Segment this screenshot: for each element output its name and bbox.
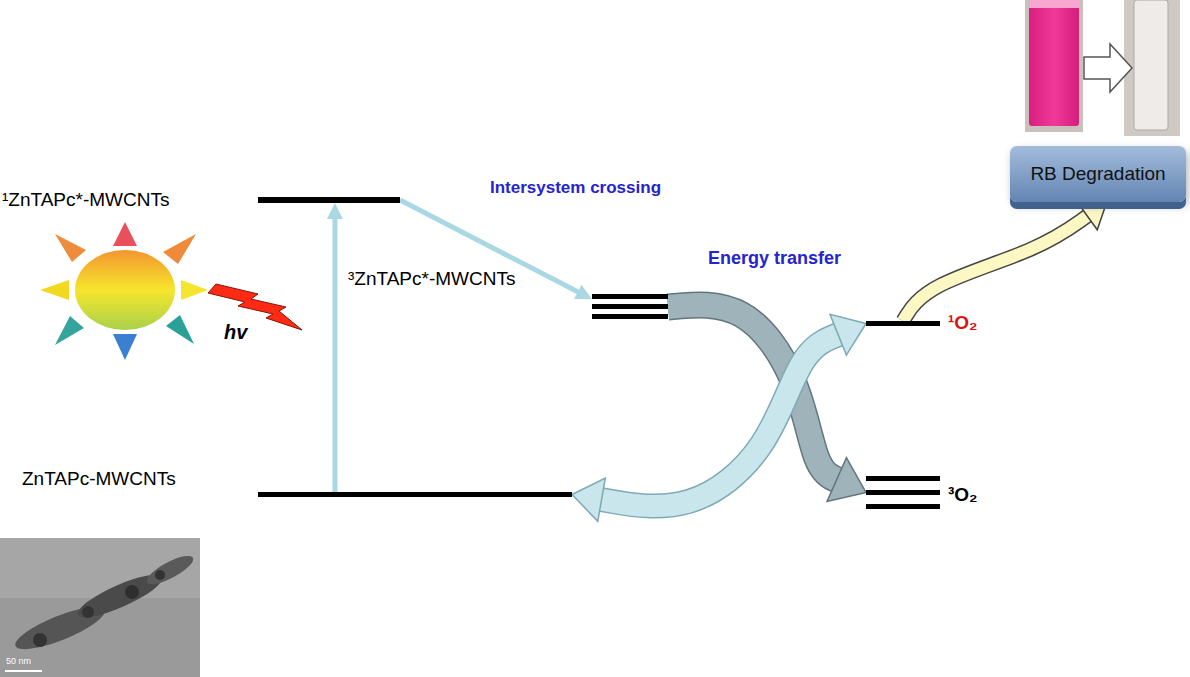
- sun-ray: [113, 222, 137, 246]
- lightning-bolt: [208, 284, 302, 330]
- reaction-arrow: [903, 215, 1088, 321]
- connector-outline: [903, 215, 1088, 321]
- clear-cuvette: [1134, 0, 1168, 130]
- level-bar: [866, 476, 940, 481]
- sun-ray: [113, 334, 137, 360]
- level-label: ¹ZnTAPc*-MWCNTs: [2, 189, 169, 211]
- scale-bar: [5, 670, 42, 672]
- particle: [155, 570, 165, 580]
- cuvette-photos: [1025, 0, 1180, 136]
- tem-ground: [0, 538, 200, 677]
- particle: [125, 585, 139, 599]
- tem-image: [0, 538, 200, 677]
- sun-ray: [55, 234, 86, 262]
- nanotube: [143, 551, 196, 590]
- scale-label: 50 nm: [6, 656, 31, 667]
- tem-ground: [0, 538, 200, 598]
- energy-transfer-arrow-group: [572, 314, 866, 521]
- sun-ray: [55, 316, 84, 345]
- sun-disc: [75, 250, 175, 330]
- cuvette-rim: [1029, 0, 1079, 8]
- level-label: ³ZnTAPc*-MWCNTs: [348, 268, 515, 290]
- energy-level: ¹O₂: [866, 321, 940, 326]
- level-label: ³O₂: [948, 484, 978, 506]
- level-bar: [866, 504, 940, 509]
- arrowhead: [830, 314, 866, 355]
- sun-ray: [166, 315, 194, 344]
- particle: [82, 606, 94, 618]
- sun-ray: [163, 234, 196, 264]
- level-bar: [592, 314, 668, 319]
- arrowhead: [572, 478, 605, 521]
- connector-outline: [601, 334, 840, 506]
- photon-symbol: hv: [224, 320, 247, 344]
- pink-cuvette: [1029, 0, 1079, 126]
- reaction-arrow-group: [903, 202, 1107, 321]
- photo-ground: [1025, 0, 1083, 132]
- sun-icon: [40, 222, 208, 360]
- level-label: ZnTAPc-MWCNTs: [22, 468, 176, 490]
- energy-level: ³O₂: [866, 476, 940, 509]
- excitation-arrow-group: [327, 203, 343, 492]
- process-label: Intersystem crossing: [490, 178, 661, 198]
- level-label: ¹O₂: [948, 312, 978, 334]
- level-bar: [592, 294, 668, 299]
- energy-level: ZnTAPc-MWCNTs: [258, 492, 572, 497]
- arrowhead: [827, 458, 866, 502]
- level-bar: [866, 321, 940, 326]
- energy-transfer-arrow: [601, 334, 840, 506]
- arrowhead: [327, 203, 343, 219]
- level-bar: [258, 492, 572, 497]
- level-bar: [866, 490, 940, 495]
- level-bar: [258, 197, 400, 203]
- process-box: RB Degradation: [1010, 146, 1186, 202]
- level-bar: [592, 304, 668, 309]
- energy-level: ¹ZnTAPc*-MWCNTs: [258, 197, 400, 203]
- sun-ray: [40, 280, 69, 300]
- arrowhead: [1077, 202, 1106, 230]
- block-arrow: [1084, 44, 1132, 92]
- energy-level: ³ZnTAPc*-MWCNTs: [592, 294, 668, 320]
- excitation-arrow: [332, 218, 337, 492]
- arrowhead: [574, 285, 592, 299]
- particle: [33, 633, 47, 647]
- box-text: RB Degradation: [1030, 163, 1165, 185]
- sun-ray: [181, 280, 208, 300]
- process-label: Energy transfer: [708, 247, 841, 269]
